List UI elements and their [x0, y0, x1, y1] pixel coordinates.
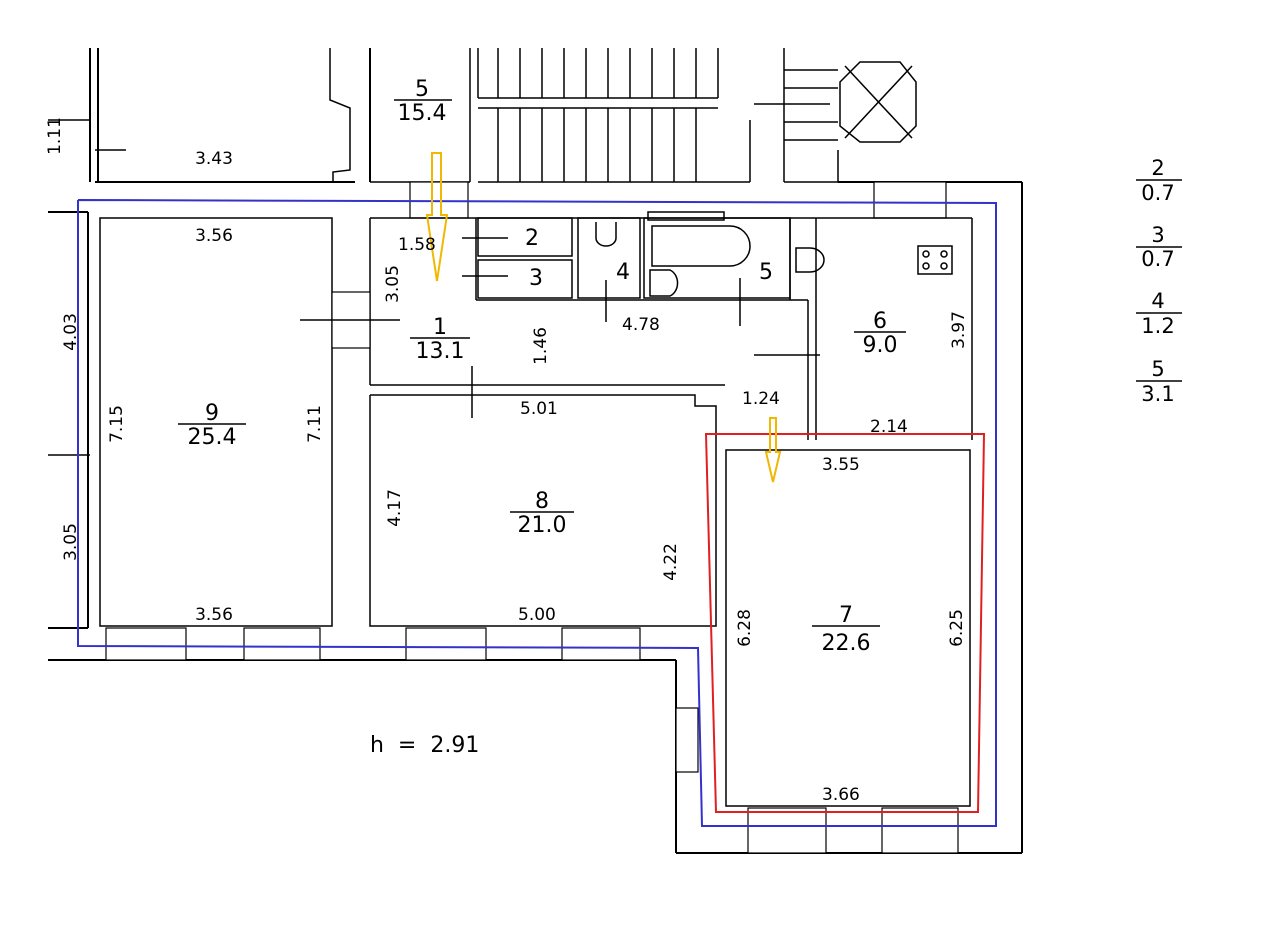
room-label-8: 8 21.0 [510, 489, 574, 538]
legend-item-4: 4 1.2 [1136, 289, 1182, 338]
legend-number: 3 [1151, 223, 1164, 247]
room-number: 7 [839, 603, 853, 628]
dimension-label: 1.24 [742, 389, 780, 409]
room-label-5-stair: 5 15.4 [394, 77, 452, 126]
dimension-labels: 3.43 3.56 3.56 1.58 4.78 5.01 1.24 2.14 … [45, 117, 969, 805]
legend-item-5: 5 3.1 [1136, 357, 1182, 406]
room-number: 9 [205, 401, 219, 426]
ceiling-height: h = 2.91 [370, 733, 479, 758]
dimension-label: 3.43 [195, 149, 233, 169]
dimension-label: 3.05 [61, 523, 81, 561]
legend-item-3: 3 0.7 [1136, 223, 1182, 271]
legend-area: 3.1 [1141, 382, 1174, 406]
dimension-label: 4.22 [661, 543, 681, 581]
small-room-number: 4 [616, 260, 630, 285]
legend-number: 4 [1151, 289, 1164, 313]
walls [48, 48, 1023, 854]
dimension-label: 1.11 [45, 117, 65, 155]
dimension-label: 4.78 [622, 315, 660, 335]
legend: 2 0.7 3 0.7 4 1.2 5 3.1 [1136, 156, 1182, 406]
room-label-9: 9 25.4 [178, 401, 246, 450]
dimension-label: 5.00 [518, 605, 556, 625]
entry-arrow-icon [764, 417, 782, 483]
legend-item-2: 2 0.7 [1136, 156, 1182, 205]
room-number: 8 [535, 489, 549, 514]
room-number: 5 [415, 77, 429, 102]
bathtub-icon [647, 211, 751, 267]
small-room-number: 2 [525, 226, 539, 251]
dimension-label: 1.46 [531, 327, 551, 365]
room-number: 1 [433, 315, 447, 340]
dimension-label: 3.56 [195, 226, 233, 246]
dimension-label: 1.58 [398, 235, 436, 255]
room-area: 25.4 [188, 425, 237, 450]
blue-apartment-outline [77, 199, 997, 827]
dimension-label: 7.15 [107, 405, 127, 443]
small-room-number: 5 [759, 260, 773, 285]
windows [105, 291, 959, 854]
dimension-label: 3.66 [822, 785, 860, 805]
room-label-6: 6 9.0 [854, 309, 906, 358]
dimension-label: 5.01 [520, 399, 558, 419]
room-number: 6 [873, 309, 887, 334]
room-label-1: 1 13.1 [410, 315, 470, 364]
dimension-label: 6.28 [735, 609, 755, 647]
room-area: 22.6 [822, 631, 871, 656]
dimension-label: 4.17 [385, 489, 405, 527]
room-area: 21.0 [518, 513, 567, 538]
legend-area: 1.2 [1141, 314, 1174, 338]
legend-number: 5 [1151, 357, 1164, 381]
entry-arrow-icon [425, 152, 449, 282]
toilet-icon [595, 222, 825, 297]
legend-area: 0.7 [1141, 181, 1174, 205]
dimension-label: 3.55 [822, 455, 860, 475]
staircase [477, 48, 917, 183]
dimension-label: 2.14 [870, 417, 908, 437]
room-area: 9.0 [863, 333, 898, 358]
dimension-label: 6.25 [947, 609, 967, 647]
red-room-highlight [704, 433, 986, 813]
room-area: 15.4 [398, 101, 447, 126]
legend-number: 2 [1151, 156, 1164, 180]
dimension-label: 3.05 [383, 265, 403, 303]
small-room-number: 3 [529, 266, 543, 291]
dimension-label: 3.97 [949, 311, 969, 349]
dimension-label: 4.03 [61, 313, 81, 351]
dimension-label: 7.11 [305, 405, 325, 443]
room-area: 13.1 [416, 339, 465, 364]
legend-area: 0.7 [1141, 247, 1174, 271]
dimension-label: 3.56 [195, 605, 233, 625]
stove-icon [917, 245, 953, 275]
room-label-7: 7 22.6 [812, 603, 880, 656]
